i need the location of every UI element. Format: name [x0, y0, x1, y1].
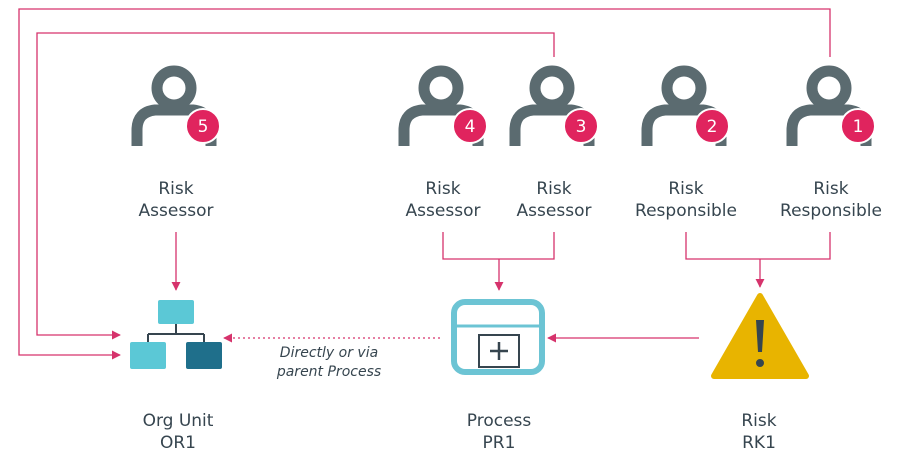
process-icon — [451, 299, 545, 375]
node-id: PR1 — [482, 433, 516, 453]
risk-label: Risk RK1 — [741, 410, 776, 454]
badge-number: 2 — [707, 117, 718, 137]
label-line1: Risk — [668, 179, 704, 199]
person-5: 5 — [137, 71, 221, 146]
node-type: Risk — [741, 411, 777, 431]
person-2-label: Risk Responsible — [635, 178, 737, 222]
edge-label-directly-or-via: Directly or via parent Process — [277, 344, 381, 382]
org-unit-label: Org Unit OR1 — [143, 410, 214, 454]
node-type: Org Unit — [142, 411, 214, 431]
label-line2: Responsible — [635, 201, 737, 221]
badge-circle — [452, 108, 488, 144]
badge-number: 5 — [198, 117, 209, 137]
person-3: 3 — [515, 71, 599, 146]
badge-number: 4 — [465, 117, 476, 137]
label-line2: Responsible — [780, 201, 882, 221]
org-chart-icon — [130, 300, 222, 369]
badge-circle — [840, 108, 876, 144]
label-line1: Risk — [813, 179, 849, 199]
node-type: Process — [466, 411, 532, 431]
badge-circle — [185, 108, 221, 144]
person-1-label: Risk Responsible — [780, 178, 882, 222]
person-5-label: Risk Assessor — [139, 178, 214, 222]
edge-label-line1: Directly or via — [279, 345, 379, 361]
label-line1: Risk — [536, 179, 572, 199]
badge-circle — [563, 108, 599, 144]
edge-label-line2: parent Process — [276, 364, 382, 380]
label-line2: Assessor — [138, 201, 214, 221]
warning-icon — [711, 293, 809, 379]
connector-lines — [18, 8, 831, 360]
label-line1: Risk — [158, 179, 194, 199]
connector-responsibles-to-risk — [685, 232, 831, 260]
connector-person3-to-org — [36, 32, 555, 340]
person-3-label: Risk Assessor — [517, 178, 592, 222]
node-id: OR1 — [159, 433, 196, 453]
connector-assessors-to-process — [442, 232, 555, 260]
person-4-label: Risk Assessor — [406, 178, 481, 222]
person-4: 4 — [404, 71, 488, 146]
label-line2: Assessor — [405, 201, 481, 221]
connector-person1-to-org — [18, 8, 831, 360]
badge-number: 1 — [853, 117, 864, 137]
label-line2: Assessor — [516, 201, 592, 221]
node-id: RK1 — [742, 433, 776, 453]
person-2: 2 — [647, 71, 730, 146]
process-label: Process PR1 — [467, 410, 532, 454]
person-1: 1 — [792, 71, 876, 146]
badge-number: 3 — [576, 117, 587, 137]
label-line1: Risk — [425, 179, 461, 199]
badge-circle — [694, 108, 730, 144]
